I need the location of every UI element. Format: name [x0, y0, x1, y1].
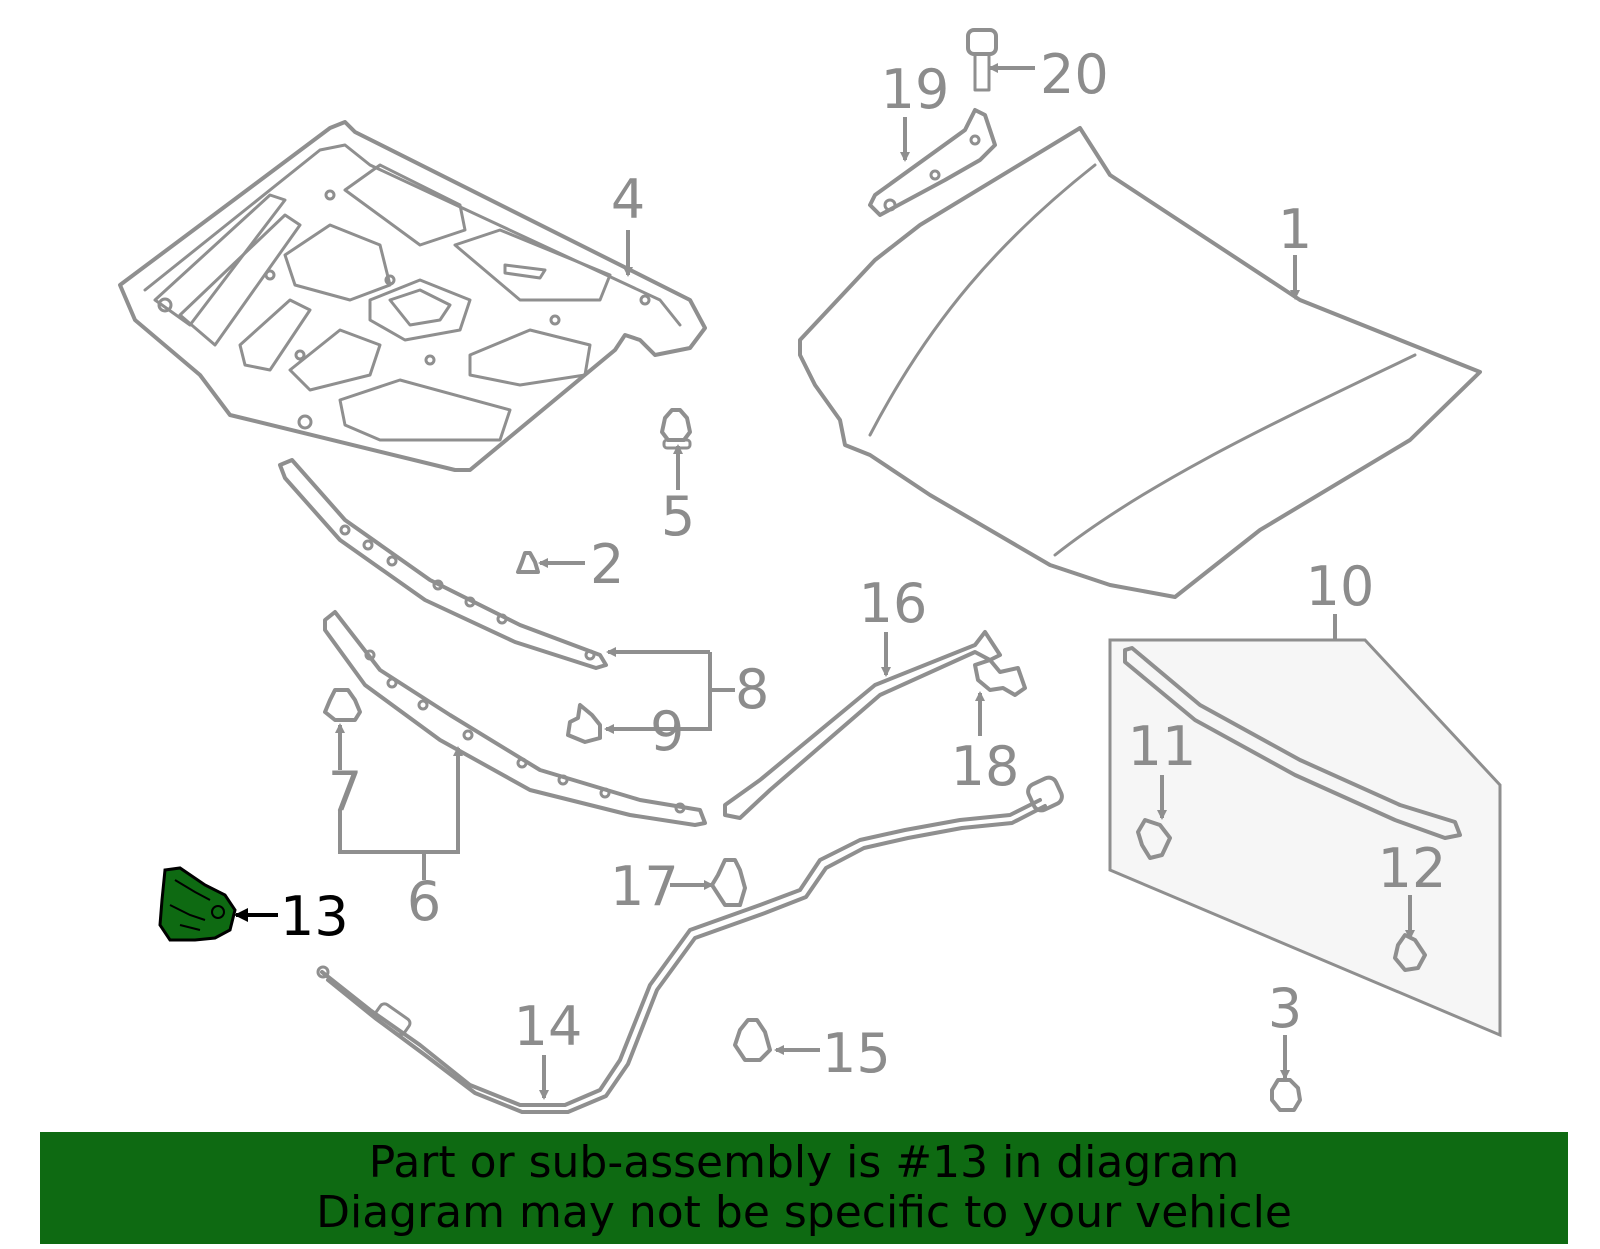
clip-part-18[interactable] — [973, 658, 1027, 697]
hood-insulator-part-4[interactable] — [118, 120, 707, 472]
clip-part-7[interactable] — [323, 688, 362, 722]
callout-12: 12 — [1378, 837, 1447, 900]
callout-2: 2 — [590, 533, 624, 596]
footer-banner: Part or sub-assembly is #13 in diagram D… — [40, 1132, 1568, 1244]
footer-line-1: Part or sub-assembly is #13 in diagram — [368, 1137, 1240, 1188]
callout-9: 9 — [650, 700, 684, 763]
callout-16: 16 — [859, 572, 928, 635]
callout-18: 18 — [951, 735, 1020, 798]
callout-14: 14 — [514, 995, 583, 1058]
leader-lines — [234, 63, 1415, 1100]
callout-11: 11 — [1128, 715, 1197, 778]
callout-8: 8 — [735, 658, 769, 721]
clip-part-9[interactable] — [566, 703, 602, 744]
callout-6: 6 — [407, 870, 441, 933]
callout-labels: 1 2 3 4 5 6 7 8 9 10 11 12 13 14 15 16 1… — [280, 43, 1446, 1085]
callout-19: 19 — [881, 58, 950, 121]
highlighted-part-13[interactable] — [158, 866, 237, 942]
callout-13: 13 — [280, 885, 349, 948]
callout-15: 15 — [822, 1022, 891, 1085]
callout-17: 17 — [610, 855, 679, 918]
footer-line-2: Diagram may not be specific to your vehi… — [316, 1187, 1292, 1238]
callout-5: 5 — [661, 485, 695, 548]
release-cable-part-14[interactable] — [316, 775, 1065, 1114]
seal-part-8[interactable] — [278, 458, 608, 670]
clip-part-12[interactable] — [1393, 933, 1427, 972]
bolt-part-20[interactable] — [966, 28, 998, 92]
clip-part-3[interactable] — [1270, 1078, 1302, 1112]
seal-part-6[interactable] — [323, 610, 707, 827]
callout-3: 3 — [1268, 977, 1302, 1040]
hood-panel-part-1[interactable] — [798, 126, 1482, 599]
clip-part-2[interactable] — [516, 551, 540, 574]
clip-part-15[interactable] — [733, 1018, 772, 1062]
clip-part-11[interactable] — [1136, 818, 1172, 860]
hood-hinge-part-19[interactable] — [868, 108, 997, 217]
callout-4: 4 — [611, 168, 645, 231]
callout-1: 1 — [1278, 198, 1312, 261]
callout-10: 10 — [1306, 555, 1375, 618]
callout-20: 20 — [1040, 43, 1109, 106]
clip-part-17[interactable] — [710, 858, 747, 907]
callout-7: 7 — [328, 760, 362, 823]
clip-part-5[interactable] — [660, 408, 692, 450]
